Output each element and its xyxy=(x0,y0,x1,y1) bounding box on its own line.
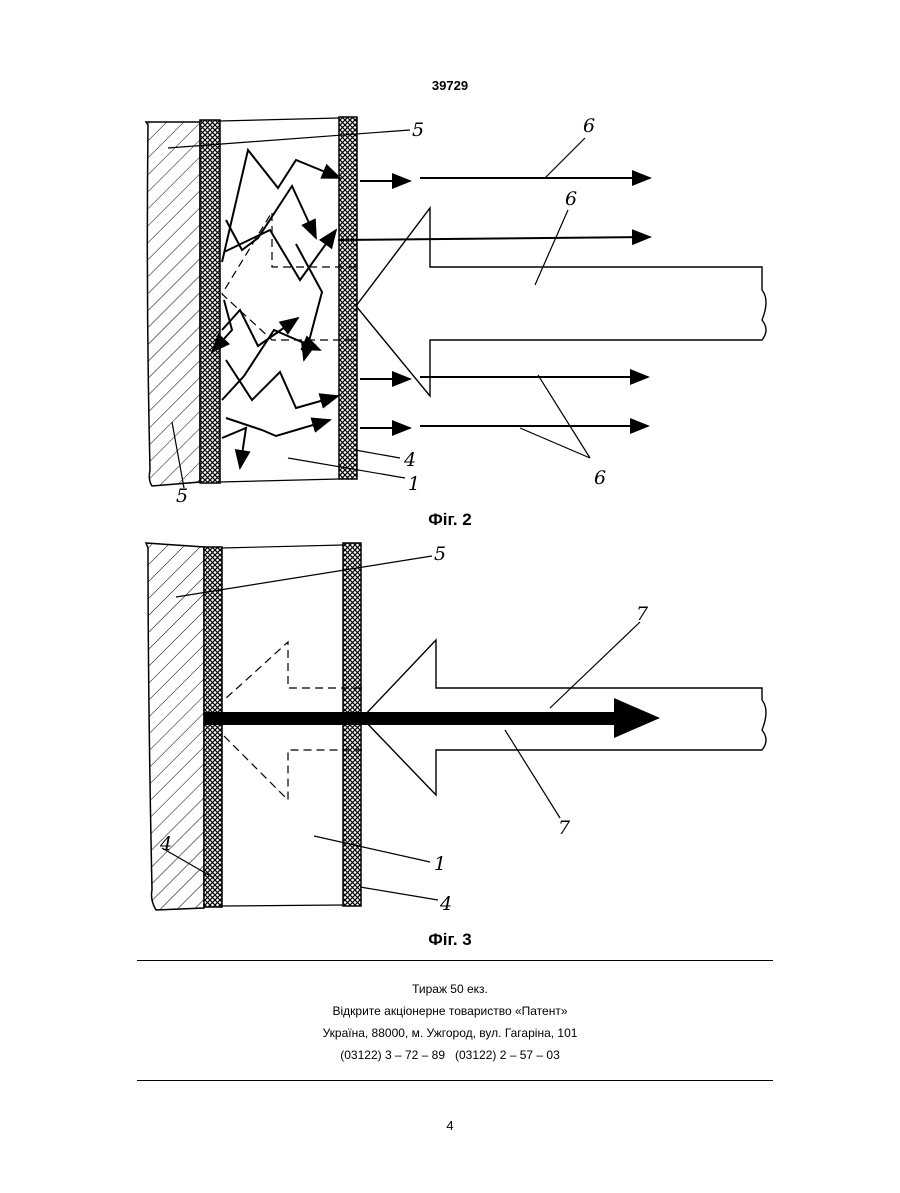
imprint-publisher: Відкрите акціонерне товариство «Патент» xyxy=(0,1000,900,1022)
top-divider xyxy=(137,960,773,961)
fig3-label-7-b: 7 xyxy=(558,817,571,839)
fig2-group: 5 6 6 6 4 1 5 xyxy=(146,115,766,507)
fig2-scatter-arrows xyxy=(212,150,340,468)
fig3-left-mesh-layer xyxy=(204,547,222,907)
bottom-divider xyxy=(137,1080,773,1081)
fig3-label-4-left: 4 xyxy=(159,833,172,855)
fig3-label-1: 1 xyxy=(434,853,446,875)
fig2-label-6-b: 6 xyxy=(565,188,577,210)
fig2-outline-arrow xyxy=(356,208,766,396)
fig2-label-5-top: 5 xyxy=(412,119,424,141)
fig3-group: 5 7 7 4 1 4 xyxy=(146,543,766,915)
fig2-label-5-bottom: 5 xyxy=(176,485,188,507)
page-number: 4 xyxy=(0,1118,900,1133)
fig3-label-7-a: 7 xyxy=(636,603,649,625)
fig2-label-6-a: 6 xyxy=(583,115,595,137)
fig2-label-6-c: 6 xyxy=(594,467,606,489)
fig3-label-5: 5 xyxy=(434,543,446,565)
imprint-circulation: Тираж 50 екз. xyxy=(0,978,900,1000)
fig2-right-mesh-layer xyxy=(339,117,357,479)
fig2-output-arrows xyxy=(338,178,650,428)
fig2-label-4: 4 xyxy=(403,449,416,471)
figure-3-caption: Фіг. 3 xyxy=(0,930,900,950)
fig3-beam-arrowhead xyxy=(614,698,660,738)
fig3-label-4-right: 4 xyxy=(439,893,452,915)
figure-2-caption: Фіг. 2 xyxy=(0,510,900,530)
fig3-beam xyxy=(204,712,622,725)
imprint-address: Україна, 88000, м. Ужгород, вул. Гагарін… xyxy=(0,1022,900,1044)
fig2-hatched-wall xyxy=(146,122,200,486)
fig2-label-1: 1 xyxy=(408,473,420,495)
fig2-left-mesh-layer xyxy=(200,120,220,483)
fig3-leader-lines xyxy=(162,556,640,900)
imprint-block: Тираж 50 екз. Відкрите акціонерне товари… xyxy=(0,978,900,1066)
imprint-phones: (03122) 3 – 72 – 89 (03122) 2 – 57 – 03 xyxy=(0,1044,900,1066)
